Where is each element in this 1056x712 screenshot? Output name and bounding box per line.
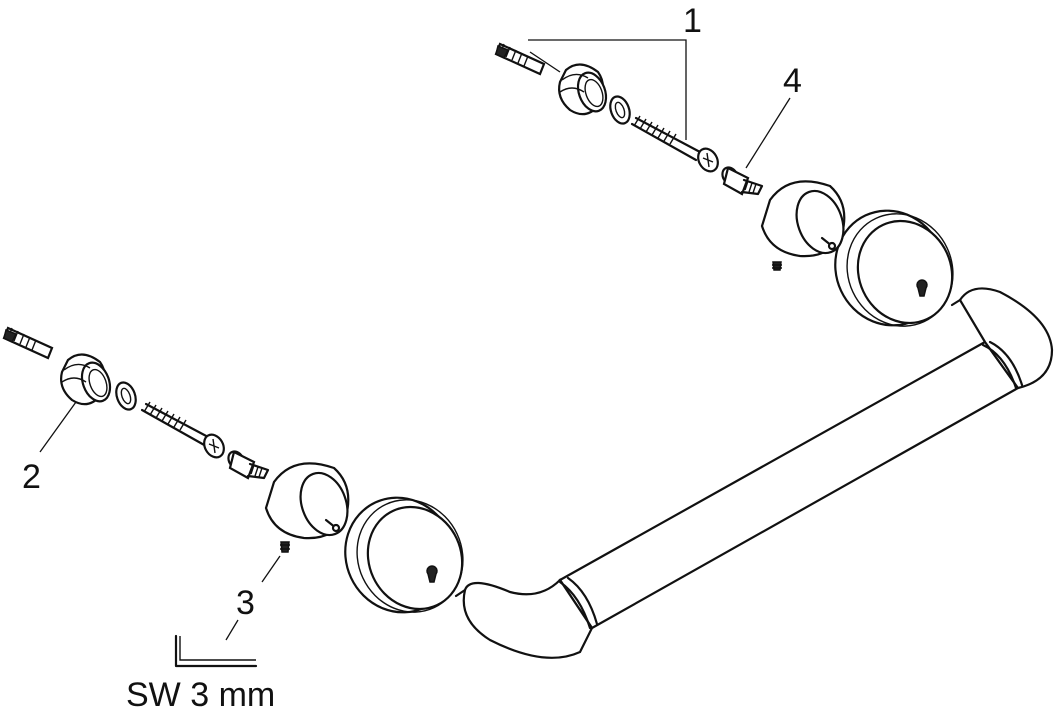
lower-mounting-block [264, 462, 350, 540]
upper-washer [609, 95, 631, 125]
upper-mounting-block [760, 180, 846, 258]
lower-rosette [344, 496, 464, 614]
callout-4: 4 [783, 62, 802, 100]
lower-wall-plug [2, 326, 54, 360]
leader-4 [745, 97, 791, 169]
leader-lines [39, 39, 791, 641]
leader-3a [261, 555, 281, 583]
lower-washer [115, 381, 137, 411]
lower-set-screw [280, 541, 290, 553]
upper-anchor-sleeve [558, 63, 608, 116]
leader-3b [225, 619, 239, 641]
callout-2: 2 [22, 458, 41, 496]
lower-anchor-sleeve [60, 353, 112, 406]
lower-wood-screw [140, 401, 225, 459]
keyhole-icon [426, 565, 438, 583]
allen-key [174, 634, 258, 668]
leader-1 [528, 39, 687, 140]
upper-wall-plug [494, 42, 546, 76]
upper-wood-screw [630, 115, 719, 173]
leader-1b [529, 51, 561, 73]
keyhole-icon [916, 279, 928, 297]
lower-threaded-stud [227, 450, 270, 480]
towel-bar [454, 287, 1054, 659]
tool-size-label: SW 3 mm [126, 676, 275, 712]
callout-1: 1 [683, 2, 702, 40]
upper-set-screw [772, 261, 782, 271]
callout-3: 3 [236, 584, 255, 622]
upper-rosette [834, 209, 954, 327]
upper-threaded-stud [721, 166, 764, 196]
leader-2 [39, 401, 77, 453]
